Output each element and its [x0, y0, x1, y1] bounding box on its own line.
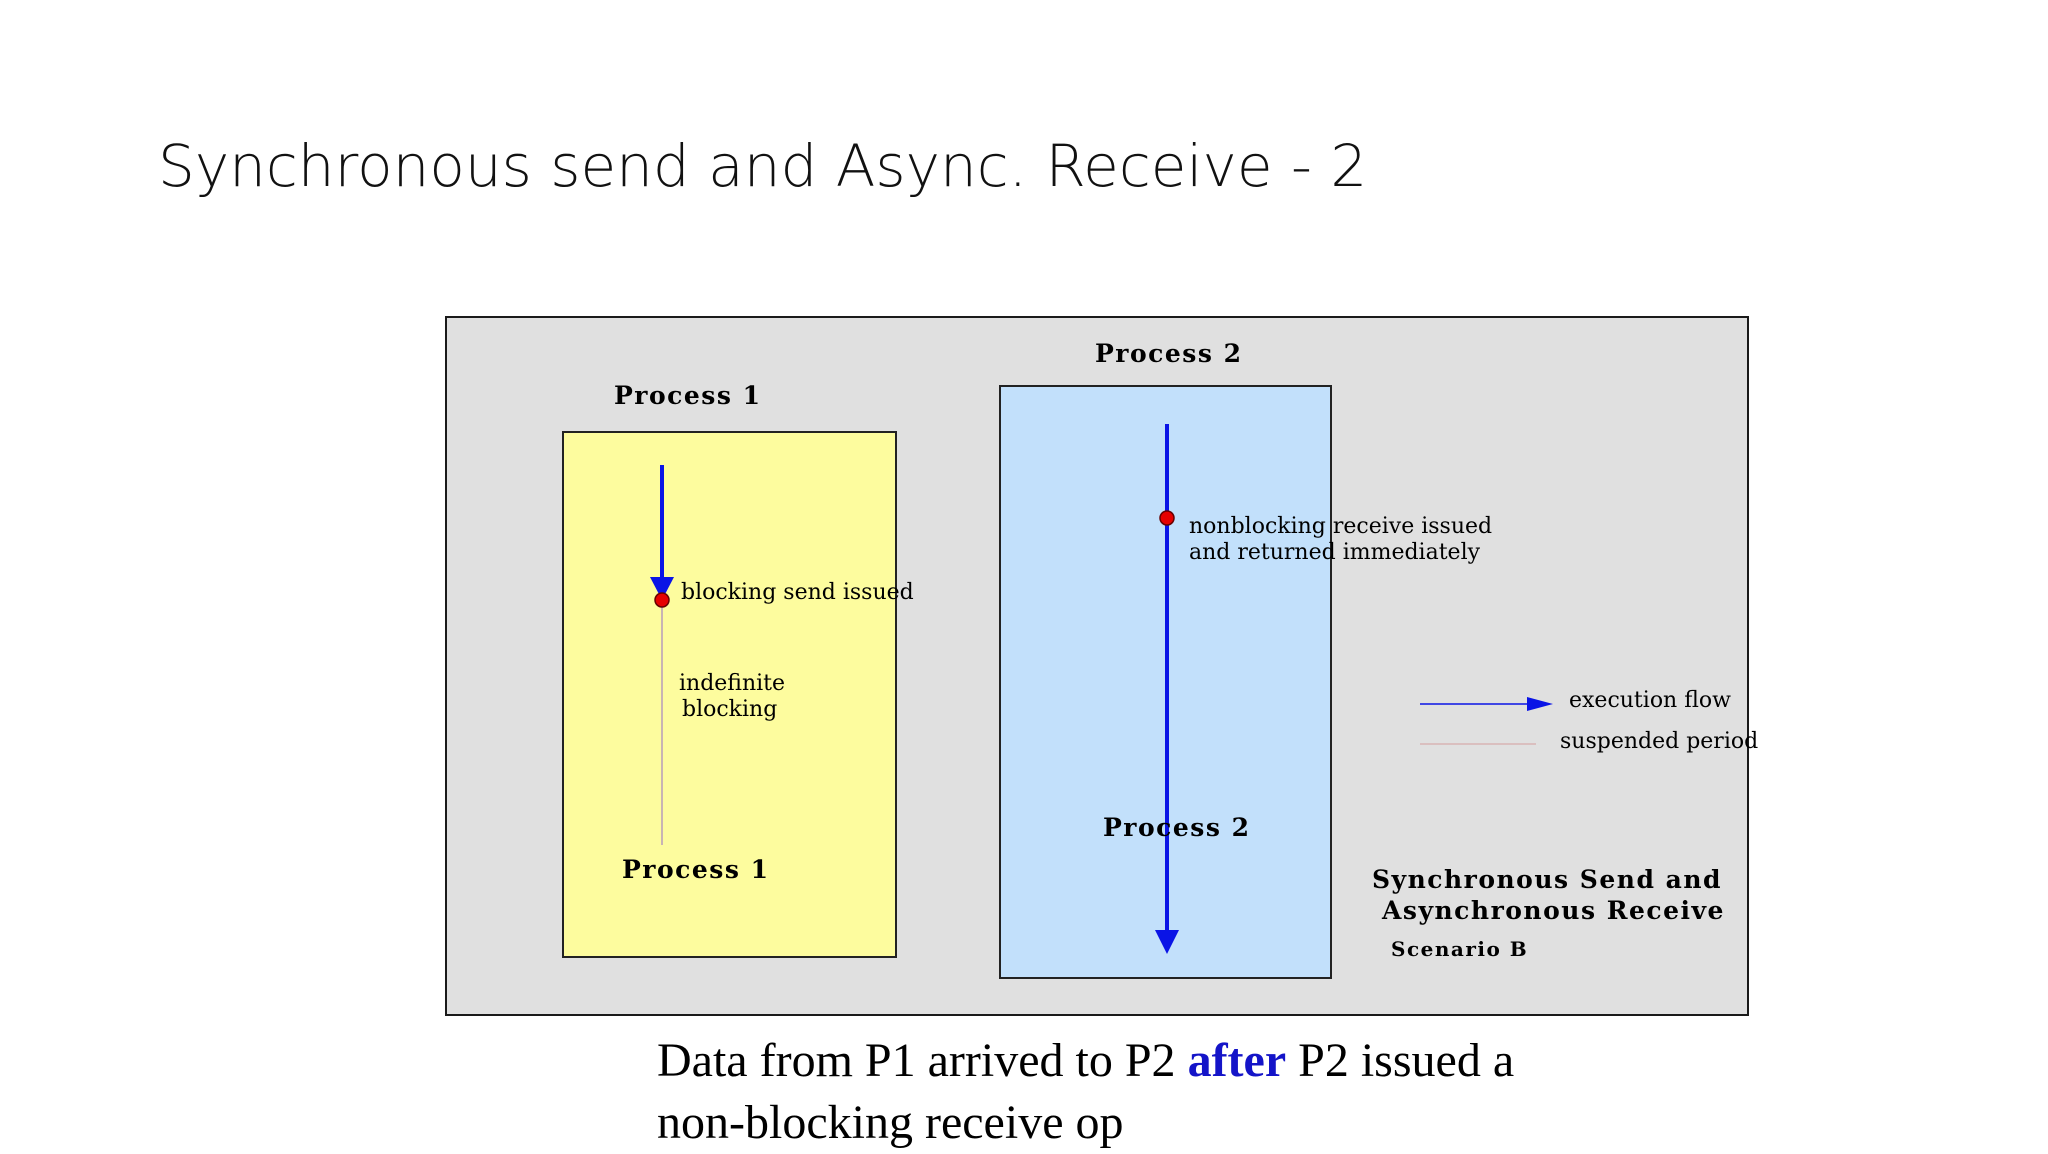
process1-blocking-label-line2: blocking — [682, 697, 777, 722]
legend-execution-flow-arrowhead — [1527, 697, 1553, 711]
diagram-caption-title-line1: Synchronous Send and — [1372, 865, 1722, 894]
process1-top-label: Process 1 — [614, 381, 762, 410]
process2-arrowhead — [1155, 930, 1179, 954]
process2-bottom-label: Process 2 — [1103, 813, 1251, 842]
process1-event-label: blocking send issued — [681, 580, 914, 605]
process1-blocking-label-line1: indefinite — [679, 671, 785, 696]
caption-line1-before: Data from P1 arrived to P2 — [657, 1034, 1188, 1087]
diagram-caption-title-line2: Asynchronous Receive — [1381, 896, 1725, 925]
process1-send-event-dot — [654, 592, 670, 608]
process2-event-label-line1: nonblocking receive issued — [1189, 514, 1492, 539]
caption-line1-emphasis: after — [1187, 1034, 1287, 1087]
process2-top-label: Process 2 — [1095, 339, 1243, 368]
slide-caption: Data from P1 arrived to P2 after P2 issu… — [657, 1030, 1757, 1154]
process1-bottom-label: Process 1 — [622, 855, 770, 884]
legend-suspended-period-label: suspended period — [1560, 729, 1758, 754]
caption-line1-after: P2 issued a — [1286, 1034, 1515, 1087]
legend-execution-flow-label: execution flow — [1569, 688, 1731, 713]
process1-box — [562, 431, 897, 958]
process1-arrowhead — [650, 577, 674, 600]
diagram-scenario-label: Scenario B — [1391, 937, 1528, 961]
process2-event-label-line2: and returned immediately — [1189, 540, 1481, 565]
process2-receive-event-dot — [1159, 510, 1175, 526]
slide-title: Synchronous send and Async. Receive - 2 — [158, 132, 1368, 200]
caption-line1: Data from P1 arrived to P2 after P2 issu… — [657, 1030, 1757, 1092]
caption-line2: non-blocking receive op — [657, 1096, 1124, 1149]
